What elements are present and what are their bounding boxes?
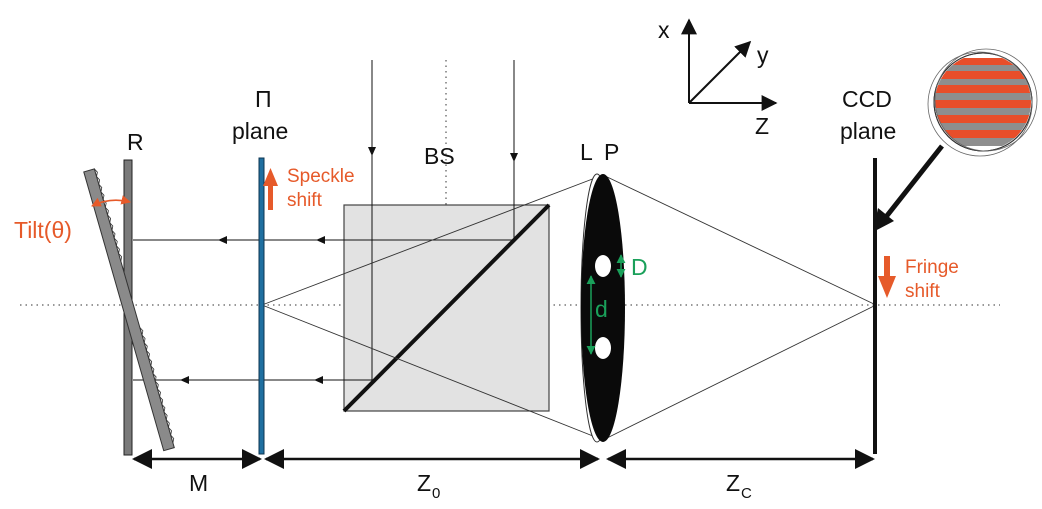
fringe-pattern-inset <box>927 48 1038 157</box>
incoming-beam-right-arrow <box>510 153 518 162</box>
y-axis-arrow <box>688 40 752 104</box>
beam-splitter-label: BS <box>424 143 455 169</box>
reflected-beam-upper-arrow2 <box>218 236 227 244</box>
lens-label: L <box>580 139 593 165</box>
aperture-separation-label: d <box>595 296 608 322</box>
tilt-label: Tilt(θ) <box>14 217 72 243</box>
beam-splitter-diagonal <box>342 203 551 413</box>
dimension-z0-subscript: 0 <box>432 485 440 502</box>
fringe-shift-arrow <box>878 256 896 298</box>
aperture-diameter-label: D <box>631 254 648 280</box>
aperture-hole-lower <box>595 337 611 359</box>
x-axis-label: x <box>658 17 670 43</box>
dimension-m-label: M <box>189 470 208 496</box>
ray-cone-ccd-lower <box>602 304 877 441</box>
fringe-shift-label-line2: shift <box>905 281 941 302</box>
reflected-beam-upper-arrow1 <box>316 236 325 244</box>
pupil-disc <box>581 174 625 442</box>
tilted-object <box>83 168 175 452</box>
dimension-z0-label: Z <box>417 470 431 496</box>
pupil-label: P <box>604 139 619 165</box>
pi-plane-screen <box>258 157 265 455</box>
aperture-hole-upper <box>595 255 611 277</box>
reflected-beam-lower-arrow1 <box>314 376 323 384</box>
y-axis-label: y <box>757 42 769 68</box>
ccd-label-line1: CCD <box>842 86 892 112</box>
pi-symbol-label: Π <box>255 86 272 112</box>
ccd-label-line2: plane <box>840 118 896 144</box>
dimension-zc-label: Z <box>726 470 740 496</box>
ccd-plane-detector <box>873 158 877 454</box>
speckle-shift-arrow <box>263 168 278 210</box>
dimension-zc-subscript: C <box>741 485 752 502</box>
incoming-beam-left-arrow <box>368 147 376 156</box>
z-axis-label: Z <box>755 113 769 139</box>
ray-cone-pi-lower <box>261 304 604 441</box>
inset-pointer-arrowhead <box>873 208 894 232</box>
speckle-shift-label-line2: shift <box>287 190 323 211</box>
reference-mirror-label: R <box>127 129 144 155</box>
inset-pointer-arrow <box>880 144 944 224</box>
ray-cone-ccd-upper <box>602 174 877 306</box>
pi-plane-label: plane <box>232 118 288 144</box>
tilt-arc-arrow <box>91 195 131 207</box>
fringe-shift-label-line1: Fringe <box>905 257 959 278</box>
speckle-shift-label-line1: Speckle <box>287 166 355 187</box>
reflected-beam-lower-arrow2 <box>180 376 189 384</box>
ray-cone-pi-upper <box>261 174 604 306</box>
